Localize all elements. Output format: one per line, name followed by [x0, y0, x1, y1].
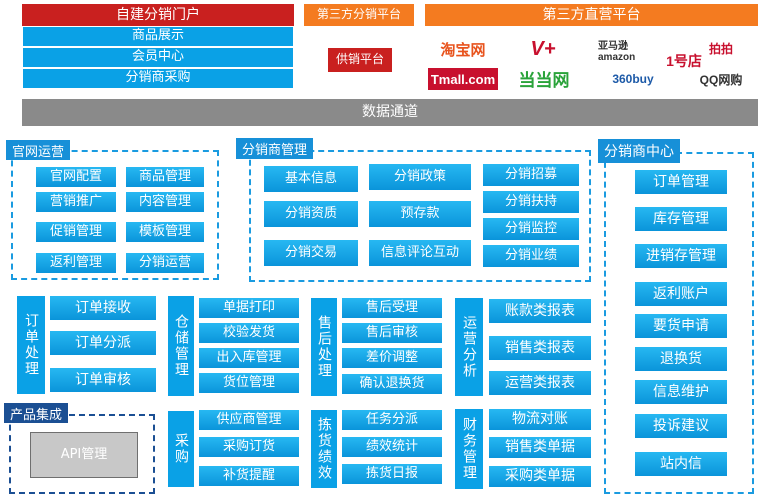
official-item[interactable]: 内容管理 [126, 192, 204, 212]
distributor-mgmt-group [249, 150, 591, 282]
warehouse-item[interactable]: 出入库管理 [199, 348, 299, 368]
360buy-logo: 360buy [598, 68, 668, 90]
product-integration-title: 产品集成 [4, 403, 69, 423]
dist-center-item[interactable]: 投诉建议 [635, 414, 727, 438]
yhd-logo: 1号店 [662, 50, 706, 72]
official-item[interactable]: 模板管理 [126, 222, 204, 242]
official-item[interactable]: 促销管理 [36, 222, 116, 242]
after-sale-item[interactable]: 售后审核 [342, 323, 442, 343]
after-sale-item[interactable]: 确认退换货 [342, 374, 442, 394]
product-integration-group [9, 414, 155, 494]
data-channel-bar: 数据通道 [22, 99, 758, 126]
warehouse-item[interactable]: 校验发货 [199, 323, 299, 343]
third-distribution-header: 第三方分销平台 [304, 4, 414, 26]
self-portal-header: 自建分销门户 [22, 4, 294, 26]
tmall-logo: Tmall.com [428, 68, 498, 90]
dist-mgmt-item[interactable]: 基本信息 [264, 166, 358, 192]
dangdang-logo: 当当网 [508, 66, 580, 90]
order-item[interactable]: 订单分派 [50, 331, 156, 355]
api-management-box[interactable]: API管理 [30, 432, 138, 478]
dist-mgmt-item[interactable]: 分销业绩 [483, 245, 579, 267]
picking-item[interactable]: 拣货日报 [342, 464, 442, 484]
dist-mgmt-item[interactable]: 分销交易 [264, 240, 358, 266]
after-sale-item[interactable]: 差价调整 [342, 348, 442, 368]
order-processing-label: 订单处理 [17, 296, 45, 394]
official-ops-group [11, 150, 219, 280]
warehouse-item[interactable]: 单据打印 [199, 298, 299, 318]
warehouse-label: 仓储管理 [168, 296, 194, 396]
dist-mgmt-item[interactable]: 预存款 [369, 201, 471, 227]
vjia-logo: V+ [508, 36, 578, 62]
official-item[interactable]: 官网配置 [36, 167, 116, 187]
self-portal-item[interactable]: 会员中心 [22, 47, 294, 68]
dist-center-item[interactable]: 站内信 [635, 452, 727, 476]
finance-label: 财务管理 [455, 409, 483, 489]
supply-platform-box[interactable]: 供销平台 [328, 48, 392, 72]
picking-item[interactable]: 任务分派 [342, 410, 442, 430]
after-sale-item[interactable]: 售后受理 [342, 298, 442, 318]
finance-item[interactable]: 物流对账 [489, 409, 591, 430]
amazon-logo: 亚马逊 amazon [598, 38, 664, 63]
dist-center-item[interactable]: 信息维护 [635, 380, 727, 404]
distributor-center-title: 分销商中心 [598, 139, 680, 163]
distributor-mgmt-title: 分销商管理 [236, 138, 314, 159]
dist-center-item[interactable]: 退换货 [635, 347, 727, 371]
official-ops-title: 官网运营 [6, 140, 71, 160]
dist-center-item[interactable]: 库存管理 [635, 207, 727, 231]
dist-mgmt-item[interactable]: 分销资质 [264, 201, 358, 227]
dist-center-item[interactable]: 订单管理 [635, 170, 727, 194]
warehouse-item[interactable]: 货位管理 [199, 373, 299, 393]
order-item[interactable]: 订单审核 [50, 368, 156, 392]
dist-center-item[interactable]: 要货申请 [635, 314, 727, 338]
official-item[interactable]: 商品管理 [126, 167, 204, 187]
official-item[interactable]: 返利管理 [36, 253, 116, 273]
official-item[interactable]: 营销推广 [36, 192, 116, 212]
ops-analysis-label: 运营分析 [455, 298, 483, 396]
dist-center-item[interactable]: 进销存管理 [635, 244, 727, 268]
order-item[interactable]: 订单接收 [50, 296, 156, 320]
ops-item[interactable]: 销售类报表 [489, 336, 591, 360]
picking-performance-label: 拣货绩效 [311, 410, 337, 488]
purchase-item[interactable]: 采购订货 [199, 437, 299, 457]
taobao-logo: 淘宝网 [428, 38, 498, 60]
third-direct-header: 第三方直营平台 [425, 4, 758, 26]
dist-mgmt-item[interactable]: 分销政策 [369, 164, 471, 190]
picking-item[interactable]: 绩效统计 [342, 437, 442, 457]
official-item[interactable]: 分销运营 [126, 253, 204, 273]
self-portal-item[interactable]: 商品展示 [22, 26, 294, 47]
after-sale-label: 售后处理 [311, 298, 337, 396]
ops-item[interactable]: 运营类报表 [489, 371, 591, 395]
dist-mgmt-item[interactable]: 分销监控 [483, 218, 579, 240]
self-portal-item[interactable]: 分销商采购 [22, 68, 294, 89]
dist-mgmt-item[interactable]: 分销扶持 [483, 191, 579, 213]
finance-item[interactable]: 采购类单据 [489, 466, 591, 487]
qq-wanggou-logo: QQ网购 [686, 68, 756, 90]
purchase-label: 采购 [168, 411, 194, 487]
purchase-item[interactable]: 供应商管理 [199, 410, 299, 430]
dist-mgmt-item[interactable]: 信息评论互动 [369, 240, 471, 266]
purchase-item[interactable]: 补货提醒 [199, 466, 299, 486]
finance-item[interactable]: 销售类单据 [489, 437, 591, 458]
dist-mgmt-item[interactable]: 分销招募 [483, 164, 579, 186]
dist-center-item[interactable]: 返利账户 [635, 282, 727, 306]
ops-item[interactable]: 账款类报表 [489, 299, 591, 323]
